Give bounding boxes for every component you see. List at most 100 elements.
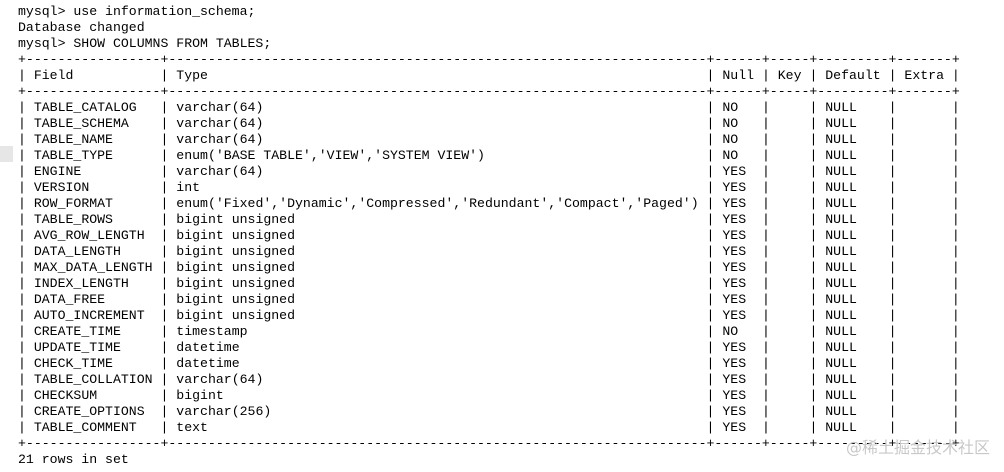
table-cell: NULL bbox=[817, 324, 889, 339]
table-row: | AVG_ROW_LENGTH | bigint unsigned | YES… bbox=[18, 228, 960, 243]
table-cell: bigint unsigned bbox=[168, 276, 707, 291]
table-cell: varchar(64) bbox=[168, 116, 707, 131]
table-cell: NULL bbox=[817, 292, 889, 307]
table-cell bbox=[897, 292, 952, 307]
table-cell: text bbox=[168, 420, 707, 435]
table-row: | CHECKSUM | bigint | YES | | NULL | | bbox=[18, 388, 960, 403]
table-cell: INDEX_LENGTH bbox=[25, 276, 161, 291]
table-row: | TABLE_COMMENT | text | YES | | NULL | … bbox=[18, 420, 960, 435]
table-row: | CREATE_TIME | timestamp | NO | | NULL … bbox=[18, 324, 960, 339]
table-cell: NULL bbox=[817, 132, 889, 147]
result-footer: 21 rows in set bbox=[18, 452, 129, 467]
table-cell bbox=[770, 276, 810, 291]
table-cell: YES bbox=[714, 276, 762, 291]
table-cell: NO bbox=[714, 116, 762, 131]
table-cell: NULL bbox=[817, 100, 889, 115]
table-cell: varchar(256) bbox=[168, 404, 707, 419]
table-cell: NULL bbox=[817, 340, 889, 355]
table-cell: bigint unsigned bbox=[168, 228, 707, 243]
column-header: Extra bbox=[896, 68, 952, 83]
table-cell bbox=[897, 100, 952, 115]
table-row: | AUTO_INCREMENT | bigint unsigned | YES… bbox=[18, 308, 960, 323]
table-cell bbox=[770, 420, 810, 435]
column-header: Type bbox=[168, 68, 707, 83]
table-cell: datetime bbox=[168, 340, 707, 355]
scroll-marker bbox=[0, 146, 13, 162]
table-cell: CHECKSUM bbox=[25, 388, 161, 403]
table-cell bbox=[897, 148, 952, 163]
table-cell: NULL bbox=[817, 388, 889, 403]
table-cell: UPDATE_TIME bbox=[25, 340, 161, 355]
table-row: | ROW_FORMAT | enum('Fixed','Dynamic','C… bbox=[18, 196, 960, 211]
table-cell bbox=[897, 132, 952, 147]
table-cell: bigint unsigned bbox=[168, 308, 707, 323]
column-header: Key bbox=[769, 68, 810, 83]
table-cell: NULL bbox=[817, 148, 889, 163]
table-cell bbox=[770, 308, 810, 323]
table-cell: bigint bbox=[168, 388, 707, 403]
table-border: +-----------------+---------------------… bbox=[18, 436, 960, 451]
table-cell: NULL bbox=[817, 180, 889, 195]
table-cell: bigint unsigned bbox=[168, 292, 707, 307]
table-row: | CHECK_TIME | datetime | YES | | NULL |… bbox=[18, 356, 960, 371]
table-cell bbox=[897, 212, 952, 227]
table-cell bbox=[770, 180, 810, 195]
table-cell: int bbox=[168, 180, 707, 195]
table-cell: TABLE_CATALOG bbox=[25, 100, 161, 115]
table-cell bbox=[770, 340, 810, 355]
table-cell: YES bbox=[714, 372, 762, 387]
table-cell bbox=[770, 132, 810, 147]
table-cell: NULL bbox=[817, 212, 889, 227]
table-cell: CREATE_TIME bbox=[25, 324, 161, 339]
table-cell bbox=[770, 212, 810, 227]
table-cell: VERSION bbox=[25, 180, 161, 195]
table-cell bbox=[897, 420, 952, 435]
table-cell: YES bbox=[714, 420, 762, 435]
table-cell: MAX_DATA_LENGTH bbox=[25, 260, 161, 275]
table-cell: timestamp bbox=[168, 324, 707, 339]
table-cell: enum('Fixed','Dynamic','Compressed','Red… bbox=[168, 196, 707, 211]
table-row: | MAX_DATA_LENGTH | bigint unsigned | YE… bbox=[18, 260, 960, 275]
table-cell: YES bbox=[714, 164, 762, 179]
table-cell: YES bbox=[714, 388, 762, 403]
table-cell: NO bbox=[714, 148, 762, 163]
table-cell bbox=[897, 372, 952, 387]
table-cell: NULL bbox=[817, 372, 889, 387]
table-cell: varchar(64) bbox=[168, 132, 707, 147]
table-cell: enum('BASE TABLE','VIEW','SYSTEM VIEW') bbox=[168, 148, 707, 163]
table-cell: ROW_FORMAT bbox=[25, 196, 161, 211]
table-cell bbox=[897, 324, 952, 339]
table-border: +-----------------+---------------------… bbox=[18, 52, 960, 67]
table-cell bbox=[897, 196, 952, 211]
table-row: | TABLE_SCHEMA | varchar(64) | NO | | NU… bbox=[18, 116, 960, 131]
table-cell: datetime bbox=[168, 356, 707, 371]
table-cell bbox=[770, 404, 810, 419]
table-cell bbox=[897, 244, 952, 259]
table-cell: NULL bbox=[817, 196, 889, 211]
table-cell: YES bbox=[714, 340, 762, 355]
table-cell: TABLE_NAME bbox=[25, 132, 161, 147]
table-header-row: | Field | Type | Null | Key | Default | … bbox=[18, 68, 960, 83]
table-row: | INDEX_LENGTH | bigint unsigned | YES |… bbox=[18, 276, 960, 291]
table-cell: AUTO_INCREMENT bbox=[25, 308, 161, 323]
table-cell: varchar(64) bbox=[168, 100, 707, 115]
table-cell bbox=[897, 340, 952, 355]
table-cell: NULL bbox=[817, 244, 889, 259]
table-cell: TABLE_SCHEMA bbox=[25, 116, 161, 131]
table-row: | DATA_LENGTH | bigint unsigned | YES | … bbox=[18, 244, 960, 259]
table-row: | VERSION | int | YES | | NULL | | bbox=[18, 180, 960, 195]
table-cell bbox=[897, 308, 952, 323]
table-cell: YES bbox=[714, 260, 762, 275]
table-row: | UPDATE_TIME | datetime | YES | | NULL … bbox=[18, 340, 960, 355]
table-cell: ENGINE bbox=[25, 164, 161, 179]
table-cell: TABLE_COMMENT bbox=[25, 420, 161, 435]
table-row: | TABLE_TYPE | enum('BASE TABLE','VIEW',… bbox=[18, 148, 960, 163]
table-cell: NO bbox=[714, 324, 762, 339]
table-cell: NULL bbox=[817, 308, 889, 323]
command-line: mysql> use information_schema; bbox=[18, 4, 256, 19]
table-cell bbox=[770, 324, 810, 339]
table-row: | DATA_FREE | bigint unsigned | YES | | … bbox=[18, 292, 960, 307]
command-line: mysql> SHOW COLUMNS FROM TABLES; bbox=[18, 36, 272, 51]
table-cell: NULL bbox=[817, 404, 889, 419]
